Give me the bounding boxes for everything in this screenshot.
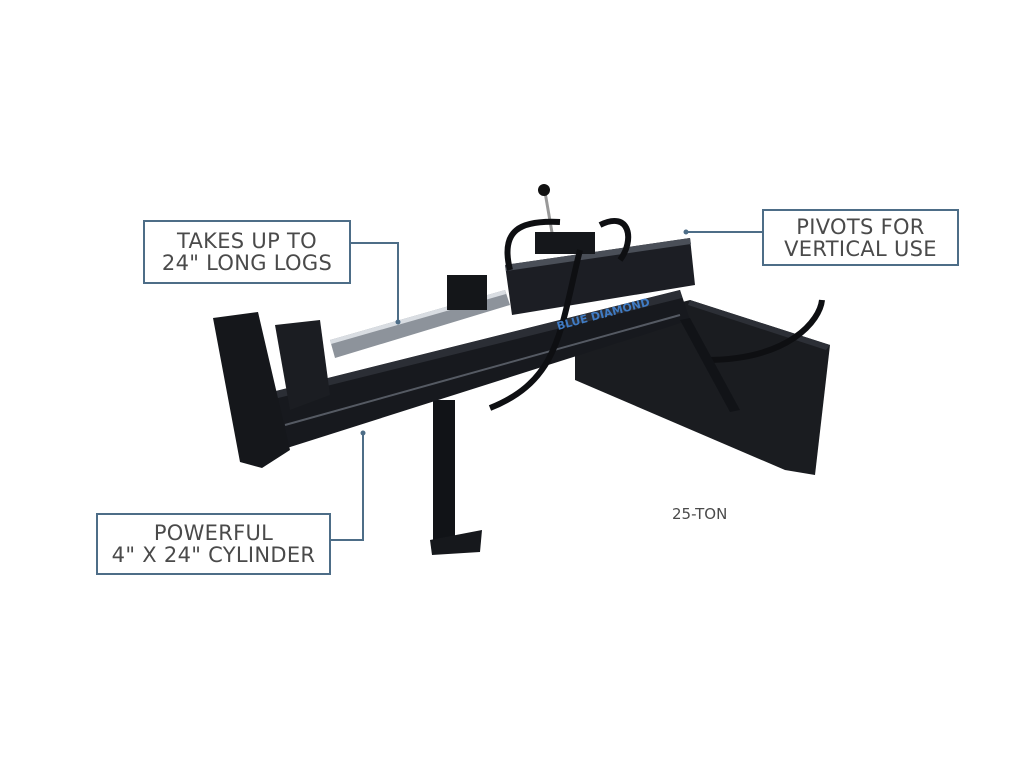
hydraulic-hose [488, 217, 632, 411]
callout-line: VERTICAL USE [784, 236, 937, 261]
valve [535, 232, 595, 254]
end-plate [213, 312, 290, 468]
callout-line: TAKES UP TO [177, 229, 317, 253]
wedge [275, 320, 330, 410]
callout-leader-cylinder [330, 433, 364, 541]
callout-leader-logs [350, 242, 399, 322]
callout-cylinder: POWERFUL 4" X 24" CYLINDER [96, 513, 331, 575]
cylinder-body [505, 238, 695, 315]
leg-foot [430, 530, 482, 555]
callout-line: POWERFUL [153, 521, 274, 545]
model-label: 25-TON [672, 505, 728, 523]
pivot-plate [575, 300, 830, 475]
support-leg [433, 400, 455, 540]
callout-log-length: TAKES UP TO 24" LONG LOGS [143, 220, 351, 284]
callout-pivot: PIVOTS FOR VERTICAL USE [762, 209, 959, 266]
callout-line: PIVOTS FOR [796, 214, 925, 239]
callout-line: 24" LONG LOGS [161, 251, 333, 275]
callout-line: 4" X 24" CYLINDER [111, 543, 316, 567]
